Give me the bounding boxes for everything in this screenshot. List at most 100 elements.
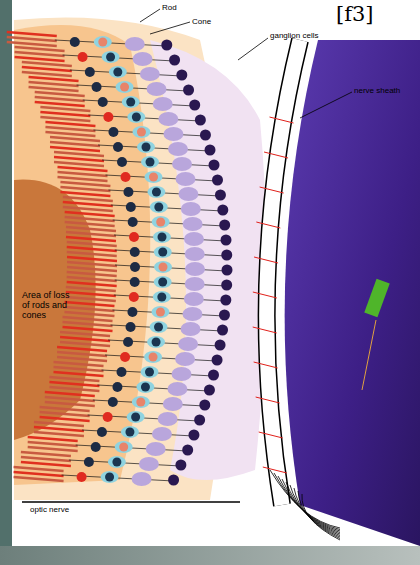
nucleus bbox=[85, 67, 95, 77]
bipolar-cell bbox=[147, 186, 165, 198]
nucleus bbox=[113, 68, 122, 77]
nucleus bbox=[126, 98, 135, 107]
nucleus bbox=[130, 277, 140, 287]
photoreceptor bbox=[45, 132, 95, 136]
photoreceptor bbox=[67, 242, 117, 246]
photoreceptor bbox=[50, 137, 100, 141]
photoreceptor bbox=[29, 82, 79, 86]
nucleus bbox=[131, 413, 140, 422]
ganglion-cell bbox=[146, 442, 166, 456]
bipolar-cell bbox=[108, 456, 126, 468]
nucleus bbox=[125, 428, 134, 437]
ganglion-cell bbox=[185, 277, 205, 291]
photoreceptor bbox=[40, 407, 90, 411]
ganglion-nucleus bbox=[169, 55, 180, 66]
bipolar-cell bbox=[132, 396, 150, 408]
nucleus bbox=[113, 142, 123, 152]
nucleus bbox=[132, 113, 141, 122]
photoreceptor bbox=[22, 72, 72, 76]
photoreceptor bbox=[49, 377, 99, 381]
ganglion-nucleus bbox=[219, 220, 230, 231]
part-label: ganglion cells bbox=[270, 31, 318, 40]
ganglion-cell bbox=[183, 217, 203, 231]
nucleus bbox=[142, 143, 151, 152]
ganglion-cell bbox=[168, 142, 188, 156]
bipolar-cell bbox=[101, 471, 119, 483]
ganglion-nucleus bbox=[221, 265, 232, 276]
bipolar-cell bbox=[127, 411, 145, 423]
photoreceptor bbox=[49, 387, 99, 391]
photoreceptor bbox=[63, 317, 113, 321]
photoreceptor bbox=[29, 77, 79, 81]
ganglion-layer bbox=[150, 40, 266, 480]
nucleus bbox=[98, 38, 107, 47]
leader-line bbox=[140, 9, 160, 22]
ganglion-nucleus bbox=[205, 145, 216, 156]
photoreceptor bbox=[57, 167, 107, 171]
bottom-strip bbox=[0, 546, 420, 565]
nucleus bbox=[127, 307, 137, 317]
optic-fibre bbox=[274, 473, 340, 530]
ganglion-cell bbox=[133, 52, 153, 66]
photoreceptor bbox=[21, 462, 71, 466]
photoreceptor bbox=[63, 197, 113, 201]
nucleus bbox=[126, 322, 136, 332]
ganglion-cell bbox=[184, 232, 204, 246]
photoreceptor bbox=[60, 332, 110, 336]
photoreceptor bbox=[54, 157, 104, 161]
ganglion-cell bbox=[175, 352, 195, 366]
figure-number: [f3] bbox=[336, 2, 374, 26]
ganglion-cell bbox=[185, 247, 205, 261]
nucleus bbox=[108, 127, 118, 137]
ganglion-nucleus bbox=[199, 400, 210, 411]
nucleus bbox=[149, 353, 158, 362]
ganglion-nucleus bbox=[195, 115, 206, 126]
photoreceptor bbox=[40, 112, 90, 116]
nerve-fibre bbox=[254, 362, 278, 368]
photoreceptor bbox=[65, 222, 115, 226]
photoreceptor bbox=[67, 282, 117, 286]
part-label: optic nerve bbox=[30, 505, 69, 514]
nucleus bbox=[152, 188, 161, 197]
optic-fibre bbox=[278, 476, 340, 531]
photoreceptor bbox=[67, 252, 117, 256]
photoreceptor bbox=[64, 302, 114, 306]
bipolar-cell bbox=[116, 81, 134, 93]
photoreceptor bbox=[66, 292, 116, 296]
ganglion-cell bbox=[163, 397, 183, 411]
bipolar-cell bbox=[150, 201, 168, 213]
part-label: Rod bbox=[162, 3, 177, 12]
ganglion-nucleus bbox=[168, 475, 179, 486]
leader-line bbox=[150, 22, 190, 34]
photoreceptor bbox=[57, 357, 107, 361]
nerve-fibre bbox=[270, 117, 294, 123]
photoreceptor bbox=[57, 347, 107, 351]
nucleus bbox=[146, 158, 155, 167]
ganglion-cell bbox=[152, 427, 172, 441]
ganglion-nucleus bbox=[200, 130, 211, 141]
ganglion-nucleus bbox=[182, 445, 193, 456]
photoreceptor bbox=[60, 337, 110, 341]
bipolar-cell bbox=[122, 96, 140, 108]
nucleus bbox=[141, 383, 150, 392]
nucleus bbox=[145, 368, 154, 377]
nucleus bbox=[129, 292, 139, 302]
ganglion-cell bbox=[147, 82, 167, 96]
bipolar-cell bbox=[151, 306, 169, 318]
photoreceptor bbox=[57, 172, 107, 176]
photoreceptor bbox=[7, 42, 57, 46]
nucleus bbox=[137, 128, 146, 137]
photoreceptor bbox=[60, 187, 110, 191]
bipolar-cell bbox=[154, 276, 172, 288]
ganglion-nucleus bbox=[161, 40, 172, 51]
photoreceptor bbox=[67, 257, 117, 261]
nucleus bbox=[112, 458, 121, 467]
ganglion-nucleus bbox=[209, 160, 220, 171]
ganglion-nucleus bbox=[183, 85, 194, 96]
nerve-fibre bbox=[256, 397, 280, 403]
ganglion-nucleus bbox=[204, 385, 215, 396]
optic-fibre bbox=[270, 470, 340, 528]
photoreceptor bbox=[54, 152, 104, 156]
optic-nerve-line bbox=[22, 501, 240, 503]
nerve-fibre bbox=[263, 467, 287, 473]
